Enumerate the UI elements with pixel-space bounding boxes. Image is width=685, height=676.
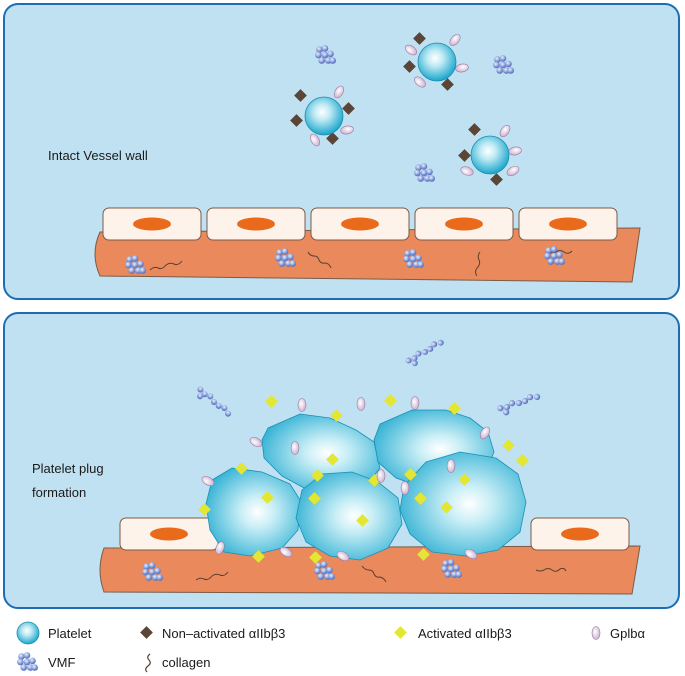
- platelet: [403, 32, 470, 91]
- legend-item-vmf: VMF: [17, 652, 76, 671]
- platelet-icon: [16, 621, 40, 645]
- panel-platelet-plug: Platelet plug formation: [3, 312, 680, 609]
- endothelial-cells: [102, 207, 618, 241]
- legend-label-activated: Activated αIIbβ3: [418, 626, 512, 641]
- tissue-layer: [94, 227, 641, 283]
- gplb-receptor-icon: [591, 626, 601, 640]
- collagen-fibers: [195, 565, 567, 583]
- platelet: [290, 84, 355, 148]
- panel-label-plug: Platelet plug formation: [32, 461, 107, 500]
- collagen-icon: [145, 653, 151, 673]
- legend-label-collagen: collagen: [162, 655, 210, 670]
- panel-label-intact: Intact Vessel wall: [48, 148, 148, 163]
- legend-label-gplb: Gplbα: [610, 626, 645, 641]
- legend-label-non-activated: Non–activated αIIbβ3: [162, 626, 285, 641]
- legend-item-gplb: Gplbα: [591, 626, 645, 641]
- legend-label-vmf: VMF: [48, 655, 76, 670]
- legend-item-activated: Activated αIIbβ3: [394, 626, 512, 641]
- legend-item-non-activated: Non–activated αIIbβ3: [140, 626, 285, 641]
- platelet-aggregate: [205, 409, 527, 561]
- collagen-fibers: [149, 250, 573, 277]
- legend: Platelet Non–activated αIIbβ3 Activated …: [16, 621, 645, 673]
- legend-item-collagen: collagen: [145, 653, 210, 673]
- activated-receptor-icon: [394, 626, 407, 639]
- panel-label-line1: Platelet plug: [32, 461, 104, 476]
- legend-item-platelet: Platelet: [16, 621, 92, 645]
- panel-intact-vessel: Intact Vessel wall: [3, 3, 680, 300]
- platelet: [458, 123, 523, 186]
- panel-label-line2: formation: [32, 485, 86, 500]
- vmf-icon: [17, 652, 38, 671]
- non-activated-receptor-icon: [140, 626, 153, 639]
- legend-label-platelet: Platelet: [48, 626, 92, 641]
